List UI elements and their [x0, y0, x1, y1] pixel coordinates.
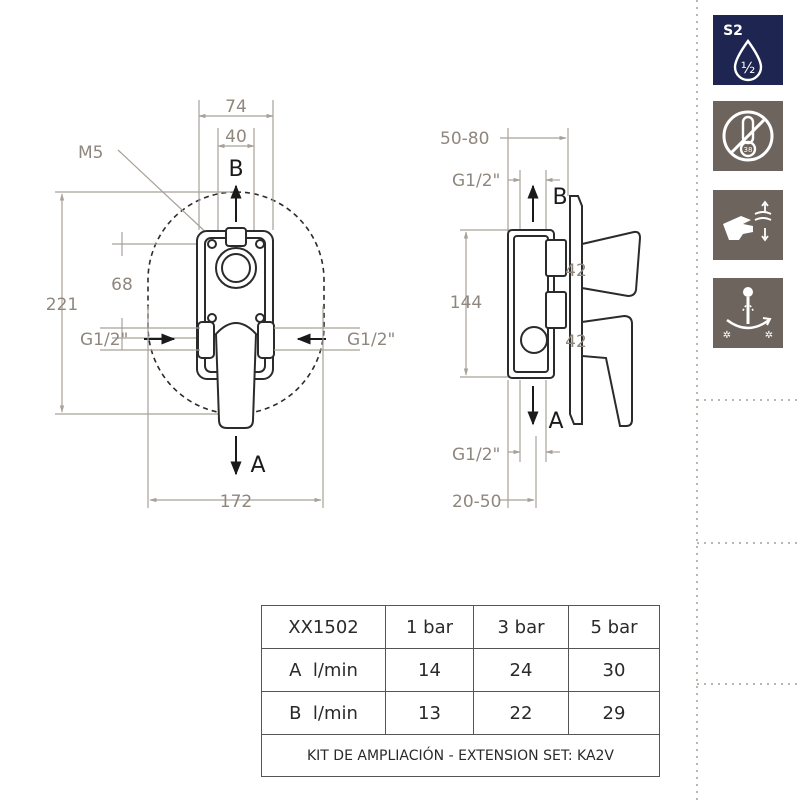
table-cell: 22: [473, 691, 569, 735]
table-cell: 24: [473, 648, 569, 692]
inlet-right-label: G1/2": [347, 330, 395, 350]
table-row: KIT DE AMPLIACIÓN - EXTENSION SET: KA2V: [261, 734, 660, 777]
diverter-handle: [581, 230, 642, 298]
dim-221: 221: [46, 295, 78, 315]
outlet-b-label: B: [228, 157, 243, 182]
hand-flow-icon: [713, 190, 783, 260]
dim-50-80: 50-80: [440, 129, 489, 149]
outlet-a-label: A: [250, 453, 265, 478]
dim-42-top: 42: [565, 261, 587, 281]
front-view: 74 40 M5 221 68: [46, 97, 396, 512]
dim-40: 40: [225, 127, 247, 147]
shower-diverter-icon: ✲ ✲: [713, 278, 783, 348]
no-thermostat-icon: 38: [713, 101, 783, 171]
thread-top-label: G1/2": [452, 171, 500, 191]
thread-m5-label: M5: [78, 143, 103, 163]
s2-half-drop-icon: S2 ½: [713, 15, 783, 85]
side-view: 50-80 G1/2" B 144 42 42: [440, 128, 642, 512]
svg-text:½: ½: [741, 59, 756, 77]
dim-20-50: 20-50: [452, 492, 501, 512]
table-cell: 29: [568, 691, 660, 735]
table-cell: 30: [568, 648, 660, 692]
table-cell: 14: [385, 648, 474, 692]
table-cell: XX1502: [261, 605, 386, 649]
dim-74: 74: [225, 97, 247, 117]
svg-text:38: 38: [744, 146, 753, 154]
table-cell: 3 bar: [473, 605, 569, 649]
table-cell: 5 bar: [568, 605, 660, 649]
extension-set-note: KIT DE AMPLIACIÓN - EXTENSION SET: KA2V: [261, 734, 660, 777]
side-lever-handle: [581, 314, 633, 427]
lever-handle: [214, 322, 258, 429]
cover-plate: [569, 195, 583, 425]
dim-68: 68: [111, 275, 133, 295]
table-cell: 1 bar: [385, 605, 474, 649]
table-row: A l/min 14 24 30: [261, 648, 660, 692]
table-row: B l/min 13 22 29: [261, 691, 660, 735]
svg-text:✲: ✲: [765, 330, 773, 341]
svg-text:S2: S2: [723, 23, 743, 39]
dim-172: 172: [220, 492, 252, 512]
side-outlet-a-label: A: [548, 409, 563, 434]
inlet-left-label: G1/2": [80, 330, 128, 350]
table-row: XX1502 1 bar 3 bar 5 bar: [261, 605, 660, 649]
side-outlet-b-label: B: [552, 185, 567, 210]
table-cell: 13: [385, 691, 474, 735]
dim-144: 144: [450, 293, 482, 313]
svg-text:✲: ✲: [723, 330, 731, 341]
flow-table: XX1502 1 bar 3 bar 5 bar A l/min 14 24 3…: [261, 605, 660, 777]
thread-bottom-label: G1/2": [452, 445, 500, 465]
dim-42-bottom: 42: [565, 332, 587, 352]
table-cell: A l/min: [261, 648, 386, 692]
table-cell: B l/min: [261, 691, 386, 735]
